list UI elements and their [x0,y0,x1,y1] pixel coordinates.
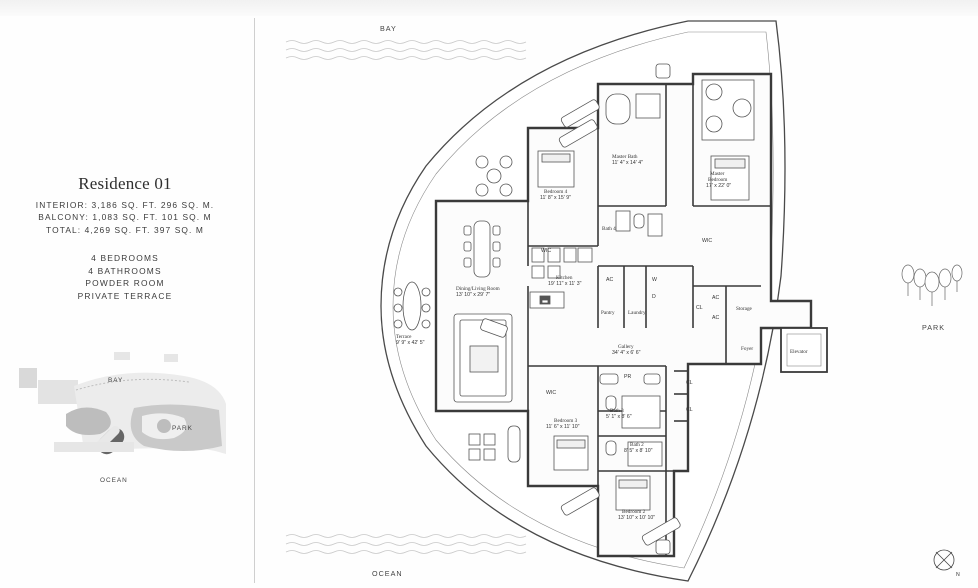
terrace-oval-table [393,281,431,331]
sun-loungers [558,63,681,555]
feature-list: 4 BEDROOMS 4 BATHROOMS POWDER ROOM PRIVA… [0,252,250,302]
pantry-label: Pantry [601,310,615,316]
elevator-shaft [780,327,828,373]
key-map-building [19,352,226,455]
wic-label-bedroom3: WIC [546,390,556,396]
kitchen-label: Kitchen [556,275,573,281]
key-map: BAY PARK OCEAN [19,352,226,484]
bedroom4-dim: 11' 8" x 15' 9" [540,195,571,201]
wic-label-master: WIC [702,238,712,244]
interior-area: INTERIOR: 3,186 SQ. FT. 296 SQ. M. [35,200,215,210]
terrace-dim: 9' 9" x 42' 5" [396,340,425,346]
bedroom3-label: Bedroom 3 [554,418,578,424]
master-lounge-chairs [701,79,755,141]
dining-table [463,220,501,278]
bath4-label: Bath 4 [602,226,616,232]
bay-label: BAY [380,24,397,33]
dining-living-dim: 13' 10" x 29' 7" [456,292,490,298]
bath2-label: Bath 2 [630,442,644,448]
terrace-seating-south [468,425,521,463]
info-panel: Residence 01 INTERIOR: 3,186 SQ. FT. 296… [0,16,254,588]
bath2-dim: 8' 5" x 8' 10" [624,448,653,454]
washer-label: W [652,277,657,283]
bay-water-pattern [285,40,527,60]
master-bedroom-dim: 17' x 22' 0" [706,183,731,189]
master-bath-dim: 11' 4" x 14' 4" [612,160,643,166]
bedroom3-dim: 11' 6" x 11' 10" [546,424,580,430]
park-label: PARK [922,323,945,332]
panel-divider [254,18,255,583]
ac-label-storage-2: AC [712,315,719,321]
bedroom2-label: Bedroom 2 [622,509,646,515]
kitchen-dim: 19' 11" x 11' 3" [548,281,582,287]
dryer-label: D [652,294,656,300]
cl-label-gallery-2: CL [686,407,693,413]
bath3-label: Bath 3 [610,408,624,414]
master-bedroom-label-2: Bedroom [708,177,727,183]
cl-label-foyer: CL [696,305,703,311]
master-bath-label: Master Bath [612,154,638,160]
north-label: N [956,572,960,578]
gallery-label: Gallery [618,344,634,350]
cl-label-gallery-1: CL [686,380,693,386]
kitchen-island [529,247,593,309]
balcony-area: BALCONY: 1,083 SQ. FT. 101 SQ. M [38,212,212,223]
ocean-water-pattern [285,534,527,554]
total-area: TOTAL: 4,269 SQ. FT. 397 SQ. M [46,224,204,235]
key-map-ocean-label: OCEAN [100,477,128,484]
floor-plan: BAY OCEAN [285,20,963,582]
feature-bedrooms: 4 BEDROOMS [91,253,159,263]
gallery-dim: 34' 4" x 6' 6" [612,350,641,356]
park-trees [901,264,963,306]
elevator-label: Elevator [790,349,808,355]
master-bedroom-label-1: Master [710,171,725,177]
beds [537,150,750,511]
master-bathtub [605,93,661,125]
feature-powder-room: POWDER ROOM [85,278,165,289]
foyer-label: Foyer [741,346,753,352]
terrace-round-table-north [475,155,513,197]
storage-label: Storage [736,306,753,312]
laundry-label: Laundry [628,310,646,316]
residence-title: Residence 01 [78,174,172,193]
bath3-dim: 5' 1" x 8' 6" [606,414,632,420]
top-bar [0,0,978,16]
area-summary: INTERIOR: 3,186 SQ. FT. 296 SQ. M. BALCO… [0,199,250,236]
key-map-park-label: PARK [172,425,193,432]
north-arrow-icon [933,549,955,571]
key-map-bay-label: BAY [108,377,123,384]
ac-label-storage-1: AC [712,295,719,301]
dining-living-label: Dining/Living Room [456,286,500,292]
ac-label-kitchen: AC [606,277,613,283]
powder-room-label: PR [624,374,631,380]
bedroom2-dim: 13' 10" x 10' 10" [618,515,655,521]
ocean-label: OCEAN [372,569,403,578]
wic-label-bedroom4: WIC [541,248,551,254]
feature-bathrooms: 4 BATHROOMS [88,265,162,276]
living-sofa [453,313,513,403]
feature-terrace: PRIVATE TERRACE [77,290,173,301]
bath-fixtures [599,210,663,467]
bedroom4-label: Bedroom 4 [544,189,568,195]
terrace-label: Terrace [396,334,412,340]
